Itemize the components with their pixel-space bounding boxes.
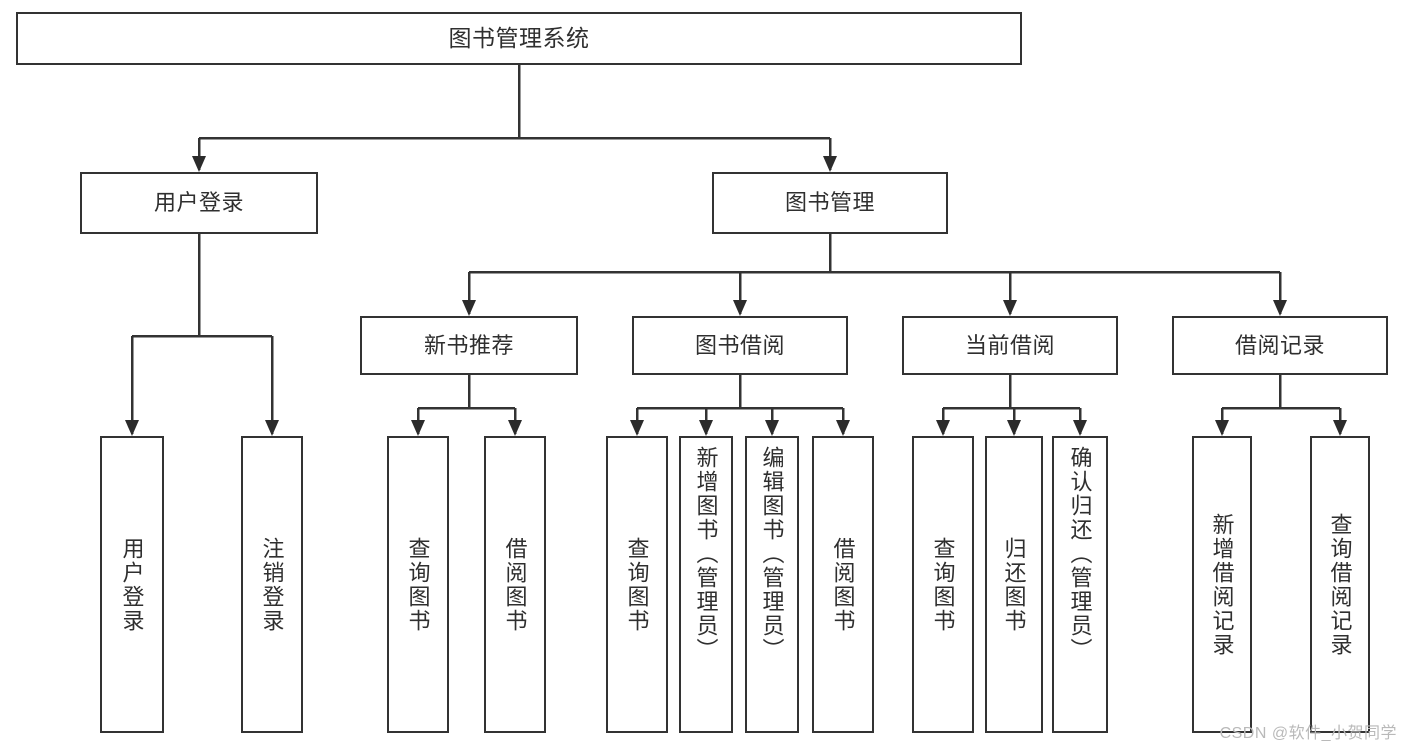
node-book-borrowing[interactable]: 图书借阅 [632,316,848,375]
node-label: 借阅图书 [502,536,528,633]
node-current-borrowing[interactable]: 当前借阅 [902,316,1118,375]
node-leaf-borrow-book-2[interactable]: 借阅图书 [812,436,874,733]
node-label: 图书管理系统 [448,24,590,51]
node-label: 编辑图书（管理员） [759,446,785,662]
node-label: 新增图书（管理员） [693,446,719,662]
node-label: 查询借阅记录 [1327,512,1353,657]
node-label: 查询图书 [930,536,956,633]
node-borrowing-records[interactable]: 借阅记录 [1172,316,1388,375]
node-label: 归还图书 [1001,536,1027,633]
node-label: 图书管理 [784,190,875,216]
node-label: 查询图书 [405,536,431,633]
node-label: 确认归还（管理员） [1067,446,1093,662]
node-label: 新书推荐 [423,332,514,358]
node-leaf-query-book-1[interactable]: 查询图书 [387,436,449,733]
node-user-login[interactable]: 用户登录 [80,172,318,234]
node-label: 用户登录 [119,536,145,633]
node-leaf-edit-book-admin[interactable]: 编辑图书（管理员） [745,436,799,733]
node-label: 用户登录 [153,190,244,216]
watermark-text: CSDN @软件_小贺同学 [1219,725,1397,742]
node-book-management[interactable]: 图书管理 [712,172,948,234]
node-label: 新增借阅记录 [1209,512,1235,657]
node-label: 查询图书 [624,536,650,633]
node-root-book-management-system[interactable]: 图书管理系统 [16,12,1022,65]
node-label: 借阅图书 [830,536,856,633]
node-leaf-query-borrow-record[interactable]: 查询借阅记录 [1310,436,1370,733]
node-leaf-borrow-book-1[interactable]: 借阅图书 [484,436,546,733]
node-new-book-recommendation[interactable]: 新书推荐 [360,316,578,375]
node-leaf-query-book-2[interactable]: 查询图书 [606,436,668,733]
node-leaf-logout[interactable]: 注销登录 [241,436,303,733]
node-label: 当前借阅 [964,332,1055,358]
node-label: 借阅记录 [1234,332,1325,358]
node-leaf-add-borrow-record[interactable]: 新增借阅记录 [1192,436,1252,733]
node-label: 注销登录 [259,536,285,633]
node-leaf-user-login[interactable]: 用户登录 [100,436,164,733]
node-leaf-return-book[interactable]: 归还图书 [985,436,1043,733]
node-leaf-query-book-3[interactable]: 查询图书 [912,436,974,733]
node-label: 图书借阅 [694,332,785,358]
node-leaf-add-book-admin[interactable]: 新增图书（管理员） [679,436,733,733]
node-leaf-confirm-return-admin[interactable]: 确认归还（管理员） [1052,436,1108,733]
